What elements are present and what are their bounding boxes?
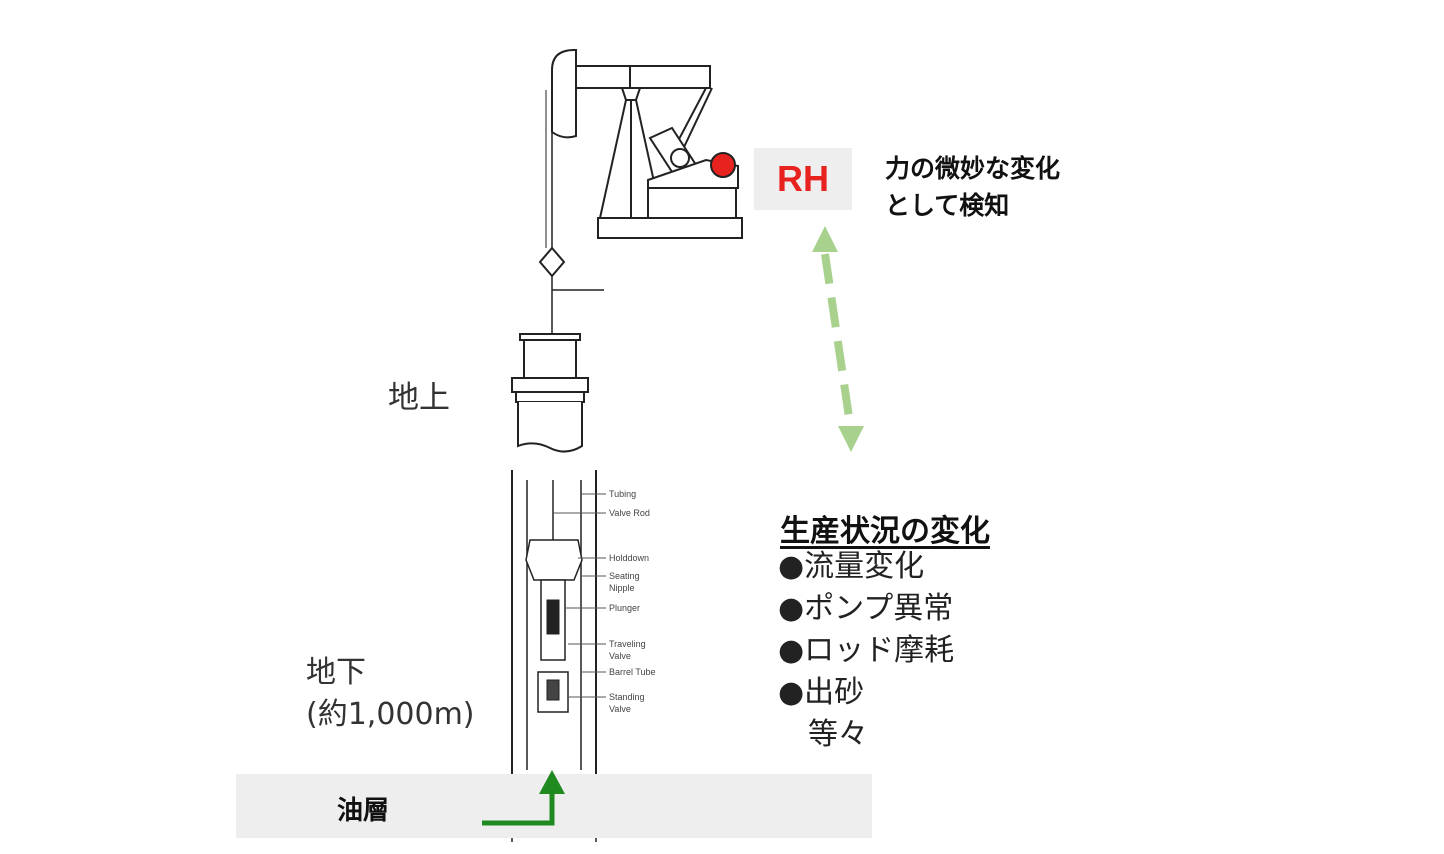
underground-label-line2: (約1,000m) (306, 697, 475, 732)
production-item-flow: ●流量変化 (778, 549, 925, 584)
pump-label-barrel-tube: Barrel Tube (609, 667, 656, 677)
pump-label-holddown: Holddown (609, 553, 649, 563)
pump-part-labels (553, 493, 606, 698)
sensor-link-arrow (812, 226, 864, 452)
production-item-pump: ●ポンプ異常 (778, 591, 954, 626)
rh-sensor-box: RH (754, 148, 852, 210)
pump-label-traveling: Traveling (609, 639, 646, 649)
production-item-etc: 等々 (778, 717, 868, 752)
detection-note-line1: 力の微妙な変化 (885, 154, 1061, 183)
pump-label-traveling-valve: Valve (609, 651, 631, 661)
pump-label-standing: Standing (609, 692, 645, 702)
oil-layer-label: 油層 (337, 796, 390, 826)
pump-label-standing-valve: Valve (609, 704, 631, 714)
production-item-rod: ●ロッド摩耗 (778, 633, 955, 668)
downhole-pump (511, 470, 597, 842)
pump-label-plunger: Plunger (609, 603, 640, 613)
detection-note: 力の微妙な変化 として検知 (885, 150, 1060, 224)
detection-note-line2: として検知 (885, 191, 1010, 220)
sensor-marker-dot (710, 152, 736, 178)
production-change-title: 生産状況の変化 (780, 514, 990, 549)
oil-flow-arrow (482, 770, 565, 826)
production-change-list: ●流量変化 ●ポンプ異常 ●ロッド摩耗 ●出砂 等々 (778, 546, 954, 756)
pump-label-nipple: Nipple (609, 583, 635, 593)
underground-label: 地下 (約1,000m) (306, 652, 475, 736)
pumpjack (511, 49, 743, 453)
underground-label-line1: 地下 (306, 655, 366, 690)
ground-level-label: 地上 (388, 380, 450, 416)
production-item-sand: ●出砂 (778, 675, 865, 710)
pump-label-tubing: Tubing (609, 489, 636, 499)
pump-label-valve-rod: Valve Rod (609, 508, 650, 518)
pump-label-seating: Seating (609, 571, 640, 581)
rh-sensor-tag: RH (777, 158, 829, 199)
